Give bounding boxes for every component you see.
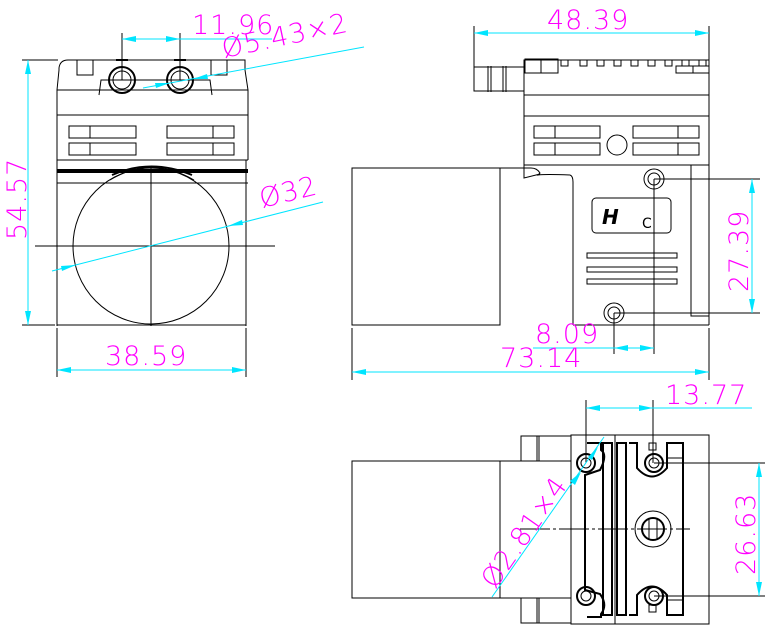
- dim-mount-hole-offset: 8.09: [535, 319, 599, 350]
- dim-motor-diameter: Ø32: [256, 171, 320, 215]
- side-view: H C 48.39 27.39 8.09 73.14: [351, 5, 760, 380]
- dim-hole-diameter: Ø2.81×4: [475, 471, 574, 594]
- dim-width: 38.59: [105, 341, 187, 372]
- dim-head-width: 48.39: [547, 5, 629, 36]
- logo-mark: H: [602, 205, 619, 229]
- dim-overall-length: 73.14: [500, 343, 582, 374]
- logo-sub: C: [642, 216, 652, 232]
- dim-mount-hole-spacing: 27.39: [724, 210, 755, 292]
- dim-height: 54.57: [2, 158, 33, 240]
- front-view: 11.96 Ø5.43×2 54.57 Ø32 38.59: [2, 8, 365, 377]
- bottom-view: 13.77 Ø2.81×4 26.63: [351, 380, 765, 625]
- dim-hole-spacing-h: 13.77: [665, 380, 747, 411]
- dim-hole-spacing-v: 26.63: [731, 493, 762, 575]
- dim-port-spacing: 11.96: [192, 10, 274, 41]
